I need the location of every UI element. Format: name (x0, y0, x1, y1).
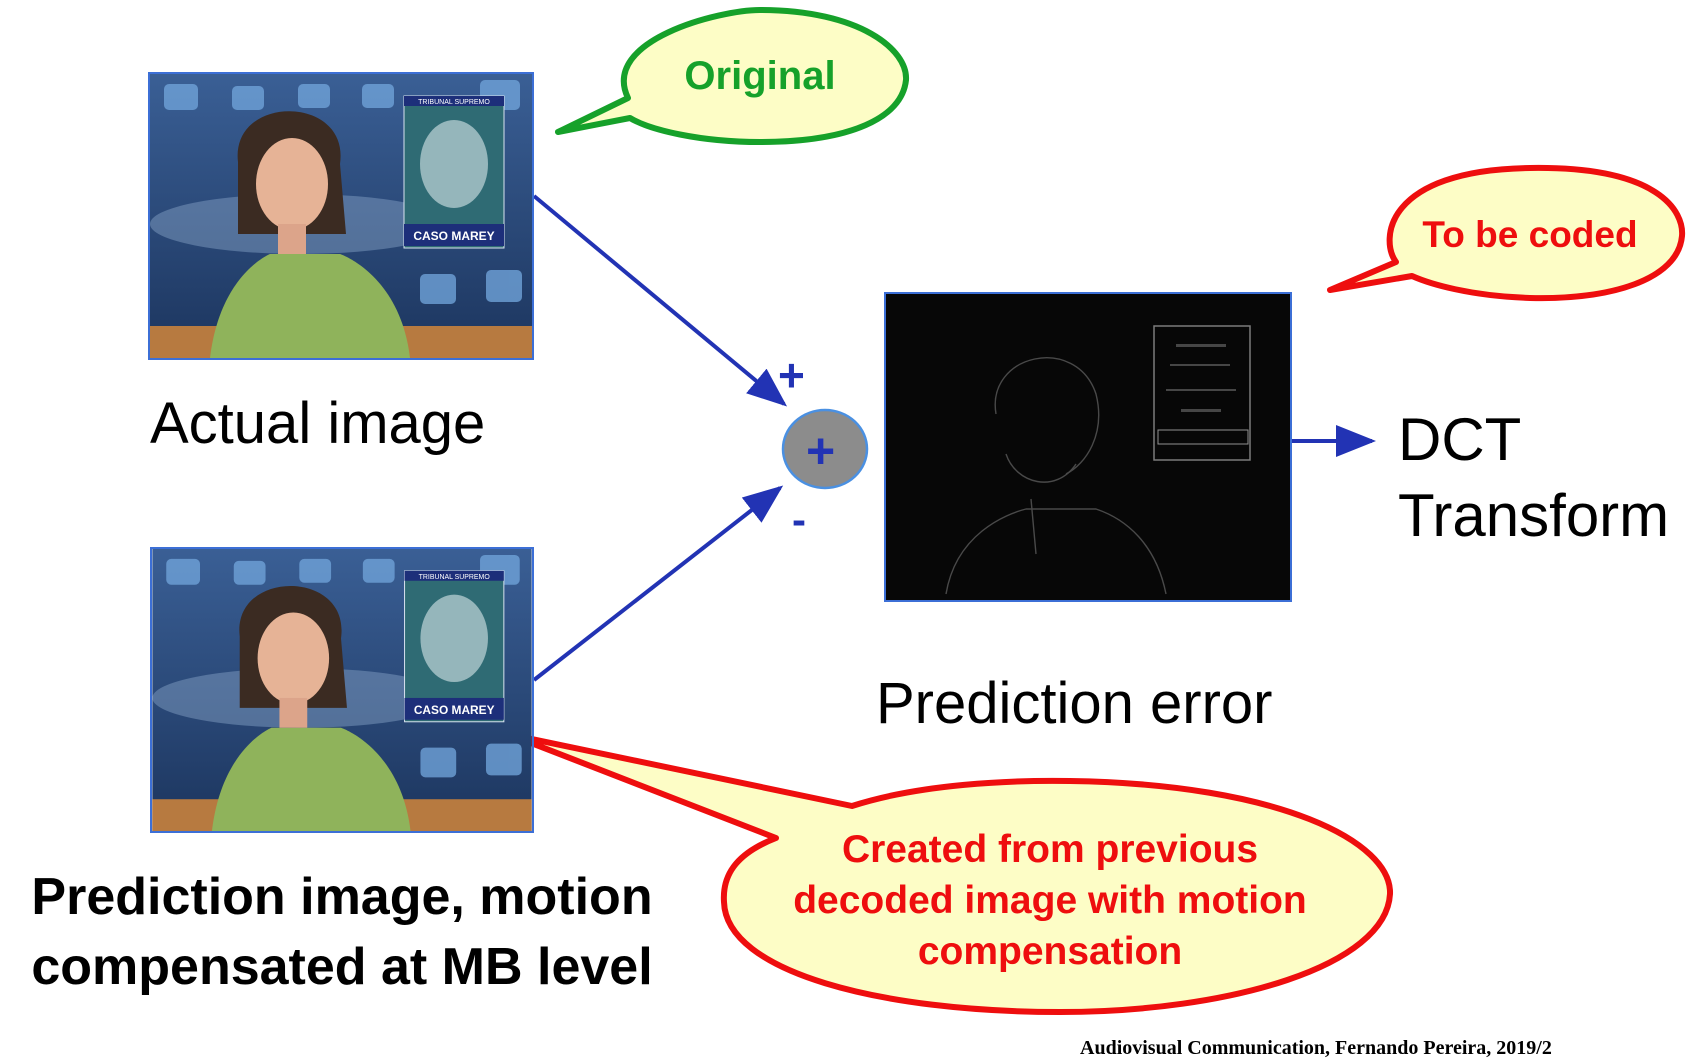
tv-overlay-header: TRIBUNAL SUPREMO (418, 99, 490, 106)
to-be-coded-callout: To be coded (1422, 214, 1638, 255)
summing-node-symbol: + (806, 423, 836, 479)
plus-input-sign: + (778, 349, 805, 401)
to-be-coded-callout-shape (1327, 164, 1686, 302)
tv-overlay-caption: CASO MAREY (414, 703, 495, 717)
prediction-error-label: Prediction error (876, 671, 1273, 736)
created-from-callout: Created from previous decoded image with… (793, 828, 1307, 973)
news-anchor-picture: TRIBUNAL SUPREMO CASO MAREY (152, 549, 532, 831)
minus-input-sign: - (792, 496, 806, 543)
actual-image-label: Actual image (150, 391, 486, 456)
prediction-image-label: Prediction image, motion compensated at … (31, 868, 653, 996)
residual-picture (886, 294, 1290, 600)
prediction-error-image (884, 292, 1292, 602)
summing-node (781, 408, 869, 490)
tv-overlay-header: TRIBUNAL SUPREMO (419, 574, 491, 581)
created-from-callout-shape (505, 731, 1394, 1015)
news-anchor-picture: TRIBUNAL SUPREMO CASO MAREY (150, 74, 532, 358)
original-callout: Original (684, 54, 836, 98)
arrow-actual-to-sum (532, 194, 788, 407)
arrow-prediction-to-sum (532, 485, 784, 682)
prediction-image: TRIBUNAL SUPREMO CASO MAREY (150, 547, 534, 833)
dct-transform-label: DCT Transform (1398, 406, 1670, 549)
original-callout-shape (555, 7, 910, 145)
footer-credit: Audiovisual Communication, Fernando Pere… (1080, 1037, 1552, 1059)
actual-image: TRIBUNAL SUPREMO CASO MAREY (148, 72, 534, 360)
tv-overlay-caption: CASO MAREY (413, 229, 494, 243)
